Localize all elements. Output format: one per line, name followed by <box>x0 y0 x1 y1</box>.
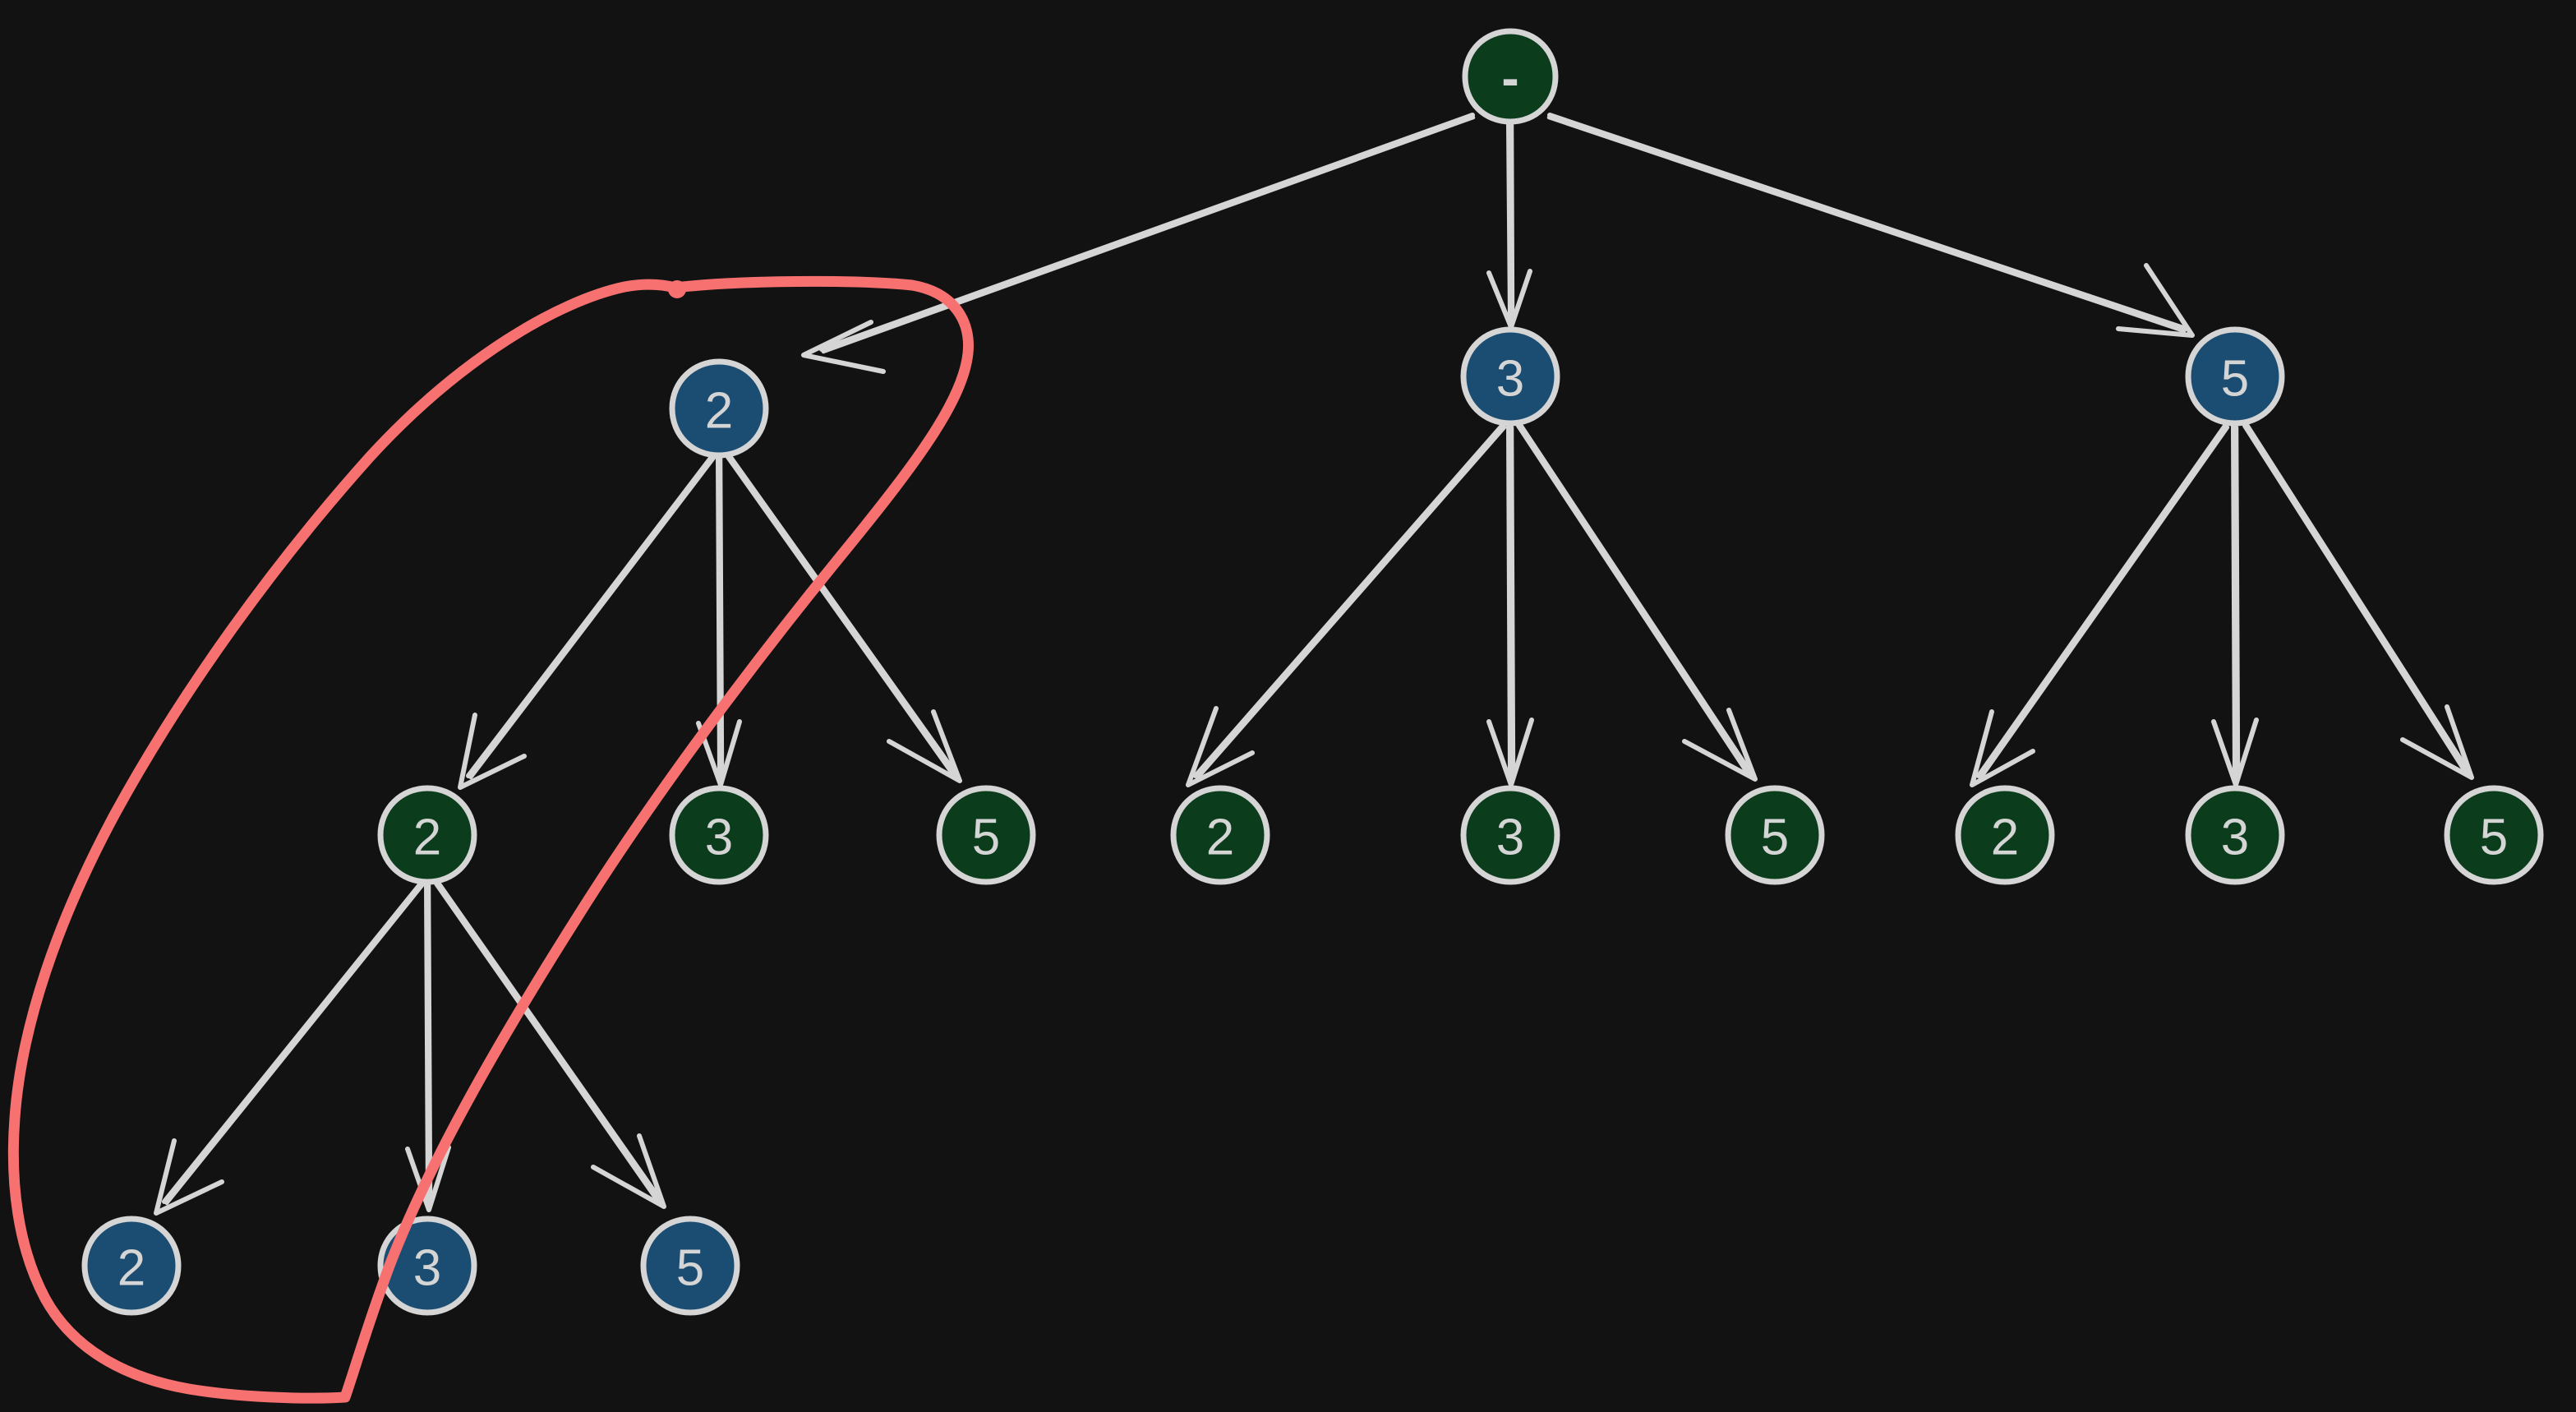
node-L3-2-label: 2 <box>118 1240 145 1297</box>
node-L1-3-circle <box>1460 326 1560 427</box>
node-L2-a3-label: 3 <box>705 810 733 866</box>
node-L2-a2-label: 2 <box>413 810 441 866</box>
node-L2-c3-label: 3 <box>2221 810 2249 866</box>
node-L1-2-circle <box>669 358 769 459</box>
node-root[interactable]: - <box>1462 28 1559 125</box>
node-L2-b5-circle <box>1725 785 1825 885</box>
node-L2-c5-label: 5 <box>2480 810 2508 866</box>
edge-L1-2-to-L2-a2 <box>458 455 717 790</box>
node-L3-2-circle <box>81 1216 182 1316</box>
edge-L1-3-to-L2-b2 <box>1186 423 1507 787</box>
node-L2-c5-circle <box>2444 785 2544 885</box>
node-L2-a2[interactable]: 2 <box>377 785 477 885</box>
node-L1-3[interactable]: 3 <box>1460 326 1560 427</box>
edge-L1-3-to-L2-b5 <box>1516 422 1758 782</box>
edge-layer <box>154 113 2474 1216</box>
edge-root-to-L1-5 <box>1546 113 2195 338</box>
edge-root-to-L1-3 <box>1486 121 1532 330</box>
red-lasso-start-dot <box>668 280 686 298</box>
node-L2-a5-circle <box>936 785 1036 885</box>
red-lasso-path <box>7 275 974 1404</box>
node-L2-b3-label: 3 <box>1496 810 1524 866</box>
edge-L1-3-to-L2-b3 <box>1486 423 1534 787</box>
node-L2-b5[interactable]: 5 <box>1725 785 1825 885</box>
node-L3-5-circle <box>640 1216 740 1316</box>
edge-L1-5-to-L2-c3 <box>2211 423 2259 787</box>
node-L1-5[interactable]: 5 <box>2185 326 2285 427</box>
edge-root-to-L1-2 <box>801 113 1476 374</box>
node-L3-3-label: 3 <box>413 1240 441 1297</box>
node-root-label: - <box>1501 48 1518 108</box>
node-L1-5-circle <box>2185 326 2285 427</box>
node-L1-2[interactable]: 2 <box>669 358 769 459</box>
node-L2-b2-circle <box>1170 785 1270 885</box>
node-L2-c2[interactable]: 2 <box>1955 785 2055 885</box>
edge-L1-2-to-L2-a3 <box>696 455 742 787</box>
node-L1-5-label: 5 <box>2221 351 2249 408</box>
edge-L1-2-to-L2-a5 <box>726 454 962 783</box>
node-L2-b3[interactable]: 3 <box>1460 785 1560 885</box>
node-L2-a5-label: 5 <box>972 810 1000 866</box>
node-L2-b5-label: 5 <box>1761 810 1789 866</box>
node-L3-2[interactable]: 2 <box>81 1216 182 1316</box>
node-L3-5[interactable]: 5 <box>640 1216 740 1316</box>
edge-L2-a2-to-L3-2 <box>154 881 426 1216</box>
node-L2-a5[interactable]: 5 <box>936 785 1036 885</box>
node-L1-2-label: 2 <box>705 383 733 440</box>
node-L2-a2-circle <box>377 785 477 885</box>
node-root-circle <box>1462 28 1559 125</box>
node-L2-b2-label: 2 <box>1206 810 1234 866</box>
edge-L1-5-to-L2-c5 <box>2242 422 2474 780</box>
node-L2-c2-circle <box>1955 785 2055 885</box>
node-L1-3-label: 3 <box>1496 351 1524 408</box>
node-L2-c2-label: 2 <box>1991 810 2019 866</box>
node-L2-c3-circle <box>2185 785 2285 885</box>
node-L2-a3[interactable]: 3 <box>669 785 769 885</box>
node-L2-a3-circle <box>669 785 769 885</box>
node-L2-b3-circle <box>1460 785 1560 885</box>
edge-L2-a2-to-L3-3 <box>405 881 451 1212</box>
edge-L2-a2-to-L3-5 <box>434 880 666 1209</box>
node-L2-b2[interactable]: 2 <box>1170 785 1270 885</box>
node-L3-5-label: 5 <box>676 1240 704 1297</box>
edge-L1-5-to-L2-c2 <box>1970 423 2230 787</box>
node-L2-c5[interactable]: 5 <box>2444 785 2544 885</box>
node-L2-c3[interactable]: 3 <box>2185 785 2285 885</box>
red-lasso-annotation[interactable] <box>7 275 974 1404</box>
